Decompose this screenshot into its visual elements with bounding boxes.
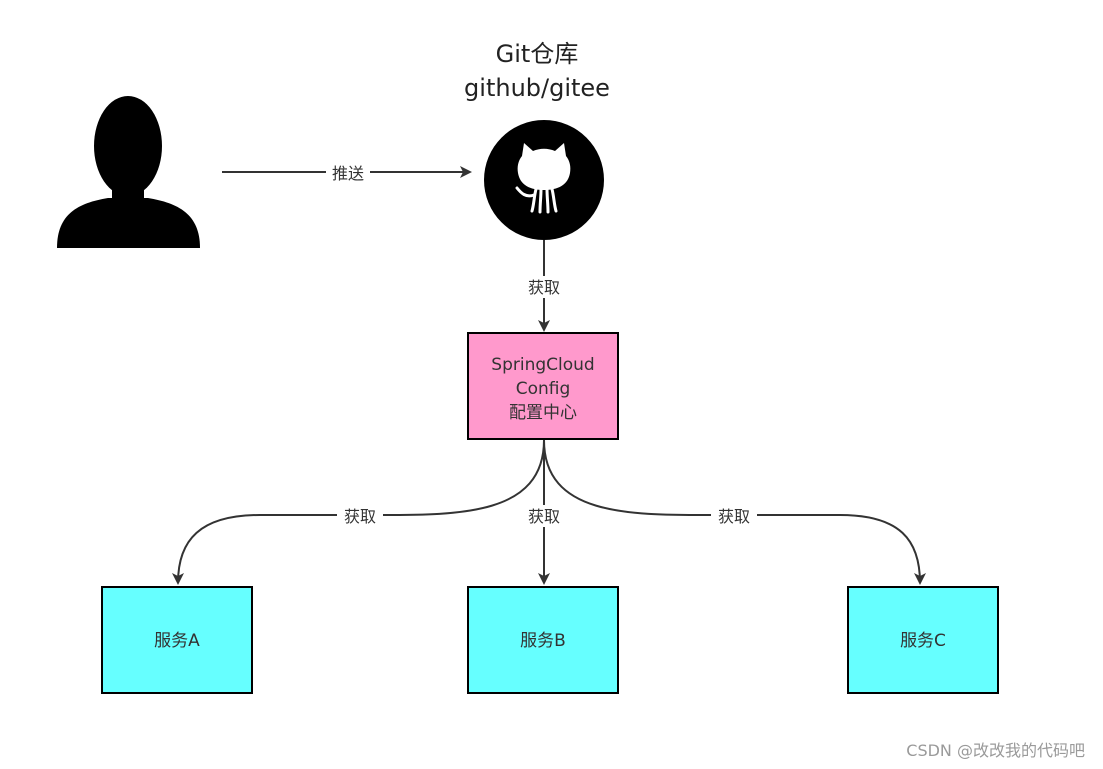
- config-center-box: [467, 332, 619, 440]
- config-center-line2: Config: [516, 379, 571, 399]
- repo-title-line2: github/gitee: [464, 74, 610, 102]
- fetch-a-edge: [172, 439, 545, 585]
- fetch-b-label: 获取: [528, 507, 560, 526]
- fetch-c-edge: [543, 439, 926, 585]
- fetch-repo-label: 获取: [528, 278, 560, 297]
- service-b-box: [467, 586, 619, 694]
- fetch-a-label-bg: [337, 505, 383, 527]
- push-label: 推送: [332, 164, 364, 183]
- fetch-c-label-bg: [711, 505, 757, 527]
- fetch-a-label: 获取: [344, 507, 376, 526]
- service-b-label: 服务B: [520, 631, 566, 651]
- fetch-repo-label-bg: [522, 276, 566, 298]
- watermark: CSDN @改改我的代码吧: [906, 741, 1085, 760]
- service-c-box: [847, 586, 999, 694]
- service-a-box: [101, 586, 253, 694]
- github-octocat-icon: [484, 120, 604, 240]
- repo-title-line1: Git仓库: [496, 40, 579, 68]
- user-silhouette-icon: [57, 96, 200, 248]
- config-center-line1: SpringCloud: [491, 355, 594, 375]
- fetch-b-label-bg: [521, 505, 567, 527]
- fetch-c-label: 获取: [718, 507, 750, 526]
- push-label-bg: [326, 162, 370, 184]
- config-center-line3: 配置中心: [509, 403, 577, 423]
- service-a-label: 服务A: [154, 631, 200, 651]
- service-c-label: 服务C: [900, 631, 946, 651]
